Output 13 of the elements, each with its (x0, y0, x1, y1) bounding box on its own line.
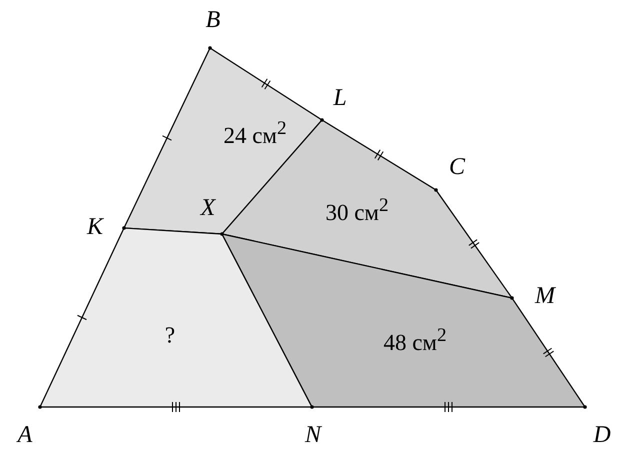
area-label: ? (164, 324, 176, 346)
point-label: N (305, 423, 321, 447)
point-label: D (593, 423, 611, 447)
point-label: K (87, 215, 103, 239)
point-label: L (333, 86, 347, 110)
point-label: C (449, 155, 465, 179)
point-label: X (200, 196, 216, 220)
point-label: M (535, 284, 555, 308)
area-label: 30 см$^{2}$ (325, 196, 389, 224)
point-label: B (206, 8, 220, 32)
point-label: A (18, 423, 32, 447)
area-label: 48 см$^{2}$ (383, 326, 447, 354)
area-label: 24 см$^{2}$ (223, 119, 287, 147)
